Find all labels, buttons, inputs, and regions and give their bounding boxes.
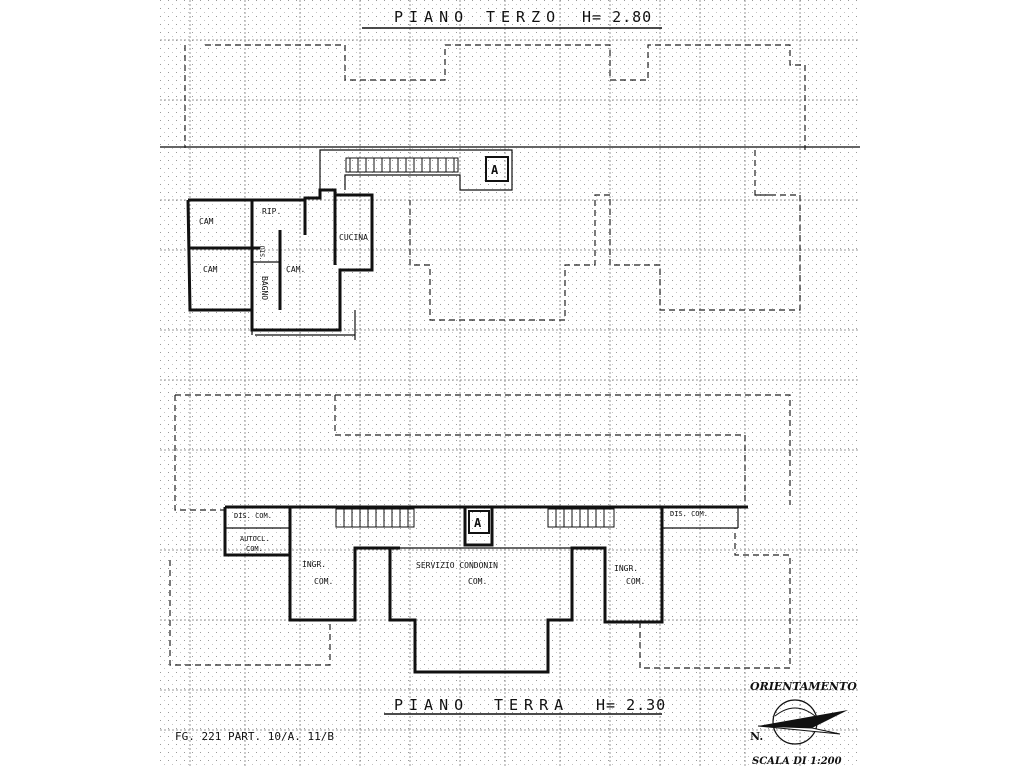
room-cam-2: CAM	[203, 265, 218, 274]
room-cucina: CUCINA	[339, 233, 368, 242]
ground-floor-plan: DIS. COM. AUTOCL. COM. INGR. COM. SERVIZ…	[169, 505, 791, 674]
room-autorimessa-line1: AUTOCL.	[240, 535, 270, 543]
ground-floor-heading: PIANO TERRA H= 2.30	[384, 696, 666, 715]
room-ingr-left-line2: COM.	[314, 577, 333, 586]
room-dis: DIS.	[258, 246, 265, 260]
room-dis-com-left: DIS. COM.	[234, 512, 272, 520]
third-floor-elevator: A	[491, 163, 499, 177]
room-rip: RIP.	[262, 207, 281, 216]
room-autorimessa-line2: COM.	[246, 545, 263, 553]
orientation-block: ORIENTAMENTO N. SCALA DI 1:200	[750, 680, 857, 767]
room-cam-3: CAM.	[286, 265, 305, 274]
room-servizio-line1: SERVIZIO CONDONIN	[416, 561, 498, 570]
ground-floor-name: TERRA	[494, 696, 569, 714]
upper-outline-dashed	[184, 44, 806, 321]
room-cam-1: CAM	[199, 217, 214, 226]
scale-label: SCALA DI 1:200	[752, 756, 842, 767]
compass-icon	[757, 699, 848, 745]
middle-outline-dashed	[174, 394, 791, 511]
room-ingr-left-line1: INGR.	[302, 560, 326, 569]
north-label: N.	[750, 730, 763, 743]
third-floor-height: H= 2.80	[582, 8, 652, 26]
room-dis-com-right: DIS. COM.	[670, 510, 708, 518]
ground-floor-title: PIANO	[394, 696, 469, 714]
ground-floor-elevator: A	[474, 516, 482, 530]
orientation-label: ORIENTAMENTO	[750, 680, 857, 693]
third-floor-heading: PIANO TERZO H= 2.80	[362, 8, 662, 29]
third-floor-name: TERZO	[486, 8, 561, 26]
room-ingr-right-line2: COM.	[626, 577, 645, 586]
ground-floor-height: H= 2.30	[596, 696, 666, 714]
room-servizio-line2: COM.	[468, 577, 487, 586]
third-floor-stairs	[345, 157, 459, 173]
ground-floor-stairs	[335, 508, 615, 528]
background-grid	[160, 0, 860, 768]
room-ingr-right-line1: INGR.	[614, 564, 638, 573]
cadastral-reference: FG. 221 PART. 10/A. 11/B	[175, 730, 334, 743]
room-bagno: BAGNO	[260, 276, 269, 300]
third-floor-plan: CAM CAM CAM. RIP. DIS. BAGNO CUCINA A	[186, 149, 513, 340]
third-floor-title: PIANO	[394, 8, 469, 26]
